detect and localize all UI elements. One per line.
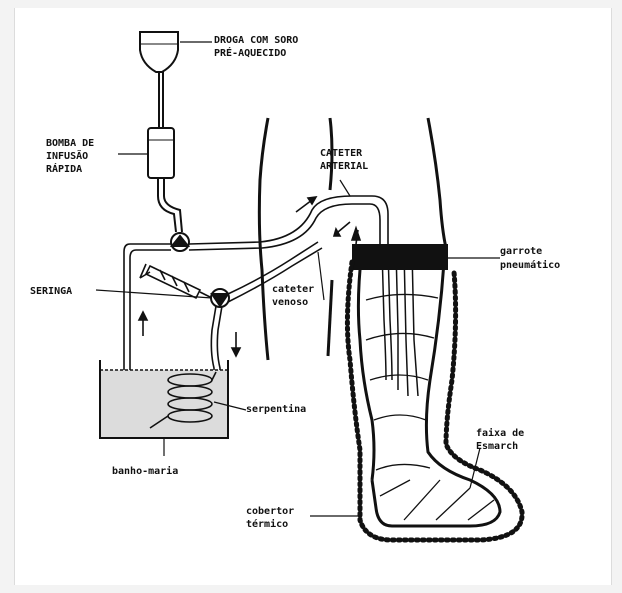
label-pump-line1: BOMBA DE [46, 138, 94, 149]
label-blanket-line1: cobertor [246, 506, 294, 517]
diagram-labels: DROGA COM SORO PRÉ-AQUECIDO BOMBA DE INF… [30, 35, 560, 530]
label-syringe: SERINGA [30, 286, 72, 297]
esmarch-bandage [366, 294, 494, 520]
label-arterial-line2: ARTERIAL [320, 161, 368, 172]
water-bath-icon [100, 360, 228, 438]
label-esmarch-line2: Esmarch [476, 441, 518, 452]
y-connector-icon [171, 233, 189, 251]
label-coil: serpentina [246, 403, 306, 415]
tourniquet-band [352, 244, 448, 270]
right-leg-outline [358, 118, 500, 526]
label-venous-line2: venoso [272, 297, 308, 308]
label-arterial-line1: CATETER [320, 148, 363, 159]
leg-catheters [382, 250, 418, 396]
stopcock-icon [211, 289, 229, 307]
infusion-pump-icon [148, 128, 182, 232]
label-drug-line1: DROGA COM SORO [214, 35, 298, 46]
label-tourniquet-line2: pneumático [500, 259, 560, 271]
syringe-icon [140, 264, 212, 298]
label-tourniquet-line1: garrote [500, 246, 542, 257]
saline-bag-icon [140, 32, 178, 128]
label-venous-line1: cateter [272, 284, 314, 295]
label-blanket-line2: térmico [246, 518, 288, 530]
label-pump-line3: RÁPIDA [46, 162, 82, 175]
label-drug-line2: PRÉ-AQUECIDO [214, 46, 286, 59]
label-esmarch-line1: faixa de [476, 427, 524, 439]
label-water-bath: banho-maria [112, 465, 178, 477]
label-pump-line2: INFUSÃO [46, 149, 88, 162]
